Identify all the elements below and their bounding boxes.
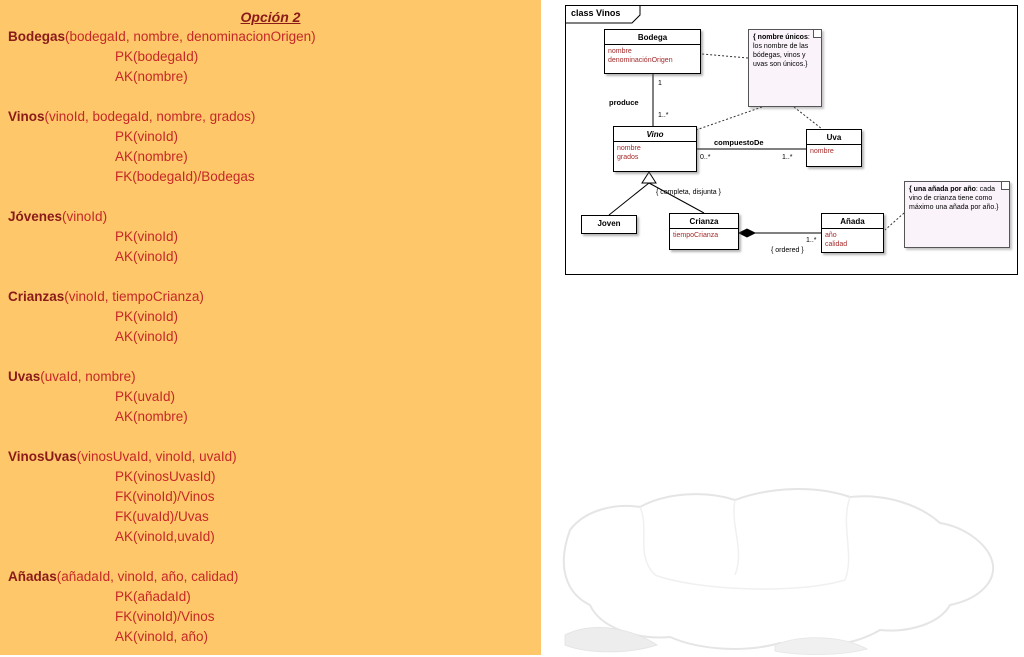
class-joven-title: Joven <box>597 219 621 228</box>
note-bold-text: { una añada por año <box>909 186 976 193</box>
association-label-produce: produce <box>609 98 639 107</box>
relation-constraint: PK(bodegaId) <box>115 49 199 64</box>
attribute: nombre <box>617 145 641 152</box>
class-vino-title: Vino <box>614 127 696 142</box>
schema-title: Opción 2 <box>240 9 301 25</box>
note-text: : cada vino de crianza tiene como máximo… <box>909 186 999 211</box>
note-nombres-unicos: { nombre únicos: los nombre de las bódeg… <box>748 29 822 107</box>
class-uva-title: Uva <box>807 130 861 145</box>
relation-name: Añadas <box>8 569 57 584</box>
relation-constraint: AK(nombre) <box>115 149 188 164</box>
relation-name: Uvas <box>8 369 41 384</box>
relation-signature: (vinoId, tiempoCrianza) <box>64 289 204 304</box>
class-vino: Vino nombre grados <box>613 126 697 172</box>
class-anada-attributes: año calidad <box>822 229 883 251</box>
relation-anadas: Añadas(añadaId, vinoId, año, calidad) PK… <box>8 567 533 647</box>
attribute: denominaciónOrigen <box>608 57 673 64</box>
frame-label: class Vinos <box>571 8 621 18</box>
note-bold-text: { nombre únicos <box>753 34 808 41</box>
attribute: grados <box>617 154 639 161</box>
multiplicity-produce-target: 1..* <box>658 112 669 119</box>
class-uva-attributes: nombre <box>807 145 861 158</box>
uml-class-diagram: class Vinos Bodega nombre denominaciónOr… <box>565 5 1018 275</box>
relation-crianzas: Crianzas(vinoId, tiempoCrianza) PK(vinoI… <box>8 287 533 347</box>
relation-name: Jóvenes <box>8 209 63 224</box>
class-vino-attributes: nombre grados <box>614 142 696 164</box>
class-bodega: Bodega nombre denominaciónOrigen <box>604 29 701 74</box>
note-text: : los nombre de las bódegas, vinos y uva… <box>753 34 810 68</box>
relation-header: Vinos(vinoId, bodegaId, nombre, grados) <box>8 107 533 127</box>
relation-header: Jóvenes(vinoId) <box>8 207 533 227</box>
relation-constraint: FK(vinoId)/Vinos <box>115 489 215 504</box>
map-watermark <box>562 488 995 655</box>
relation-header: Uvas(uvaId, nombre) <box>8 367 533 387</box>
relation-uvas: Uvas(uvaId, nombre) PK(uvaId) AK(nombre) <box>8 367 533 427</box>
relation-vinos: Vinos(vinoId, bodegaId, nombre, grados) … <box>8 107 533 187</box>
relation-name: Crianzas <box>8 289 65 304</box>
relation-constraint: AK(nombre) <box>115 409 188 424</box>
relation-constraint: AK(vinoId) <box>115 249 179 264</box>
relation-constraint: AK(vinoId, año) <box>115 629 209 644</box>
attribute: tiempoCrianza <box>673 232 719 239</box>
relation-constraint: AK(vinoId,uvaId) <box>115 529 215 544</box>
relation-constraint: PK(vinoId) <box>115 309 179 324</box>
class-bodega-title: Bodega <box>605 30 700 45</box>
relation-name: Bodegas <box>8 29 66 44</box>
note-anada-por-ano: { una añada por año: cada vino de crianz… <box>904 181 1010 248</box>
relation-header: VinosUvas(vinosUvaId, vinoId, uvaId) <box>8 447 533 467</box>
relation-signature: (vinosUvaId, vinoId, uvaId) <box>76 449 237 464</box>
class-anada: Añada año calidad <box>821 213 884 253</box>
relation-signature: (vinoId) <box>62 209 108 224</box>
relation-name: VinosUvas <box>8 449 77 464</box>
class-anada-title: Añada <box>822 214 883 229</box>
relation-constraint: FK(uvaId)/Uvas <box>115 509 209 524</box>
relation-bodegas: Bodegas(bodegaId, nombre, denominacionOr… <box>8 27 533 87</box>
generalization-constraint: { completa, disjunta } <box>656 189 721 196</box>
multiplicity-composition: 1..* <box>806 237 817 244</box>
multiplicity-produce-source: 1 <box>658 80 662 87</box>
class-crianza: Crianza tiempoCrianza <box>669 213 739 250</box>
relation-constraint: PK(añadaId) <box>115 589 191 604</box>
association-label-compuestode: compuestoDe <box>714 138 764 147</box>
relation-signature: (bodegaId, nombre, denominacionOrigen) <box>65 29 316 44</box>
relation-constraint: FK(bodegaId)/Bodegas <box>115 169 255 184</box>
schema-panel: Opción 2 Bodegas(bodegaId, nombre, denom… <box>0 0 541 655</box>
relation-jovenes: Jóvenes(vinoId) PK(vinoId) AK(vinoId) <box>8 207 533 267</box>
class-bodega-attributes: nombre denominaciónOrigen <box>605 45 700 67</box>
attribute: año <box>825 232 837 239</box>
relation-signature: (uvaId, nombre) <box>40 369 136 384</box>
attribute: nombre <box>810 148 834 155</box>
relation-constraint: PK(vinoId) <box>115 229 179 244</box>
relation-constraint: FK(vinoId)/Vinos <box>115 609 215 624</box>
class-joven: Joven <box>581 215 637 234</box>
relation-constraint: PK(vinoId) <box>115 129 179 144</box>
composition-ordered-constraint: { ordered } <box>771 247 804 254</box>
relation-signature: (vinoId, bodegaId, nombre, grados) <box>44 109 256 124</box>
relation-header: Bodegas(bodegaId, nombre, denominacionOr… <box>8 27 533 47</box>
multiplicity-compuestode-target: 1..* <box>782 154 793 161</box>
class-crianza-title: Crianza <box>670 214 738 229</box>
relation-constraint: PK(vinosUvasId) <box>115 469 216 484</box>
relation-signature: (añadaId, vinoId, año, calidad) <box>56 569 239 584</box>
relation-constraint: PK(uvaId) <box>115 389 176 404</box>
class-uva: Uva nombre <box>806 129 862 167</box>
relation-name: Vinos <box>8 109 45 124</box>
uml-connectors <box>566 6 905 238</box>
multiplicity-compuestode-source: 0..* <box>700 154 711 161</box>
relation-constraint: AK(nombre) <box>115 69 188 84</box>
relation-header: Crianzas(vinoId, tiempoCrianza) <box>8 287 533 307</box>
relation-header: Añadas(añadaId, vinoId, año, calidad) <box>8 567 533 587</box>
class-crianza-attributes: tiempoCrianza <box>670 229 738 242</box>
attribute: calidad <box>825 241 848 248</box>
relation-vinosuvas: VinosUvas(vinosUvaId, vinoId, uvaId) PK(… <box>8 447 533 547</box>
relation-constraint: AK(vinoId) <box>115 329 179 344</box>
attribute: nombre <box>608 48 632 55</box>
